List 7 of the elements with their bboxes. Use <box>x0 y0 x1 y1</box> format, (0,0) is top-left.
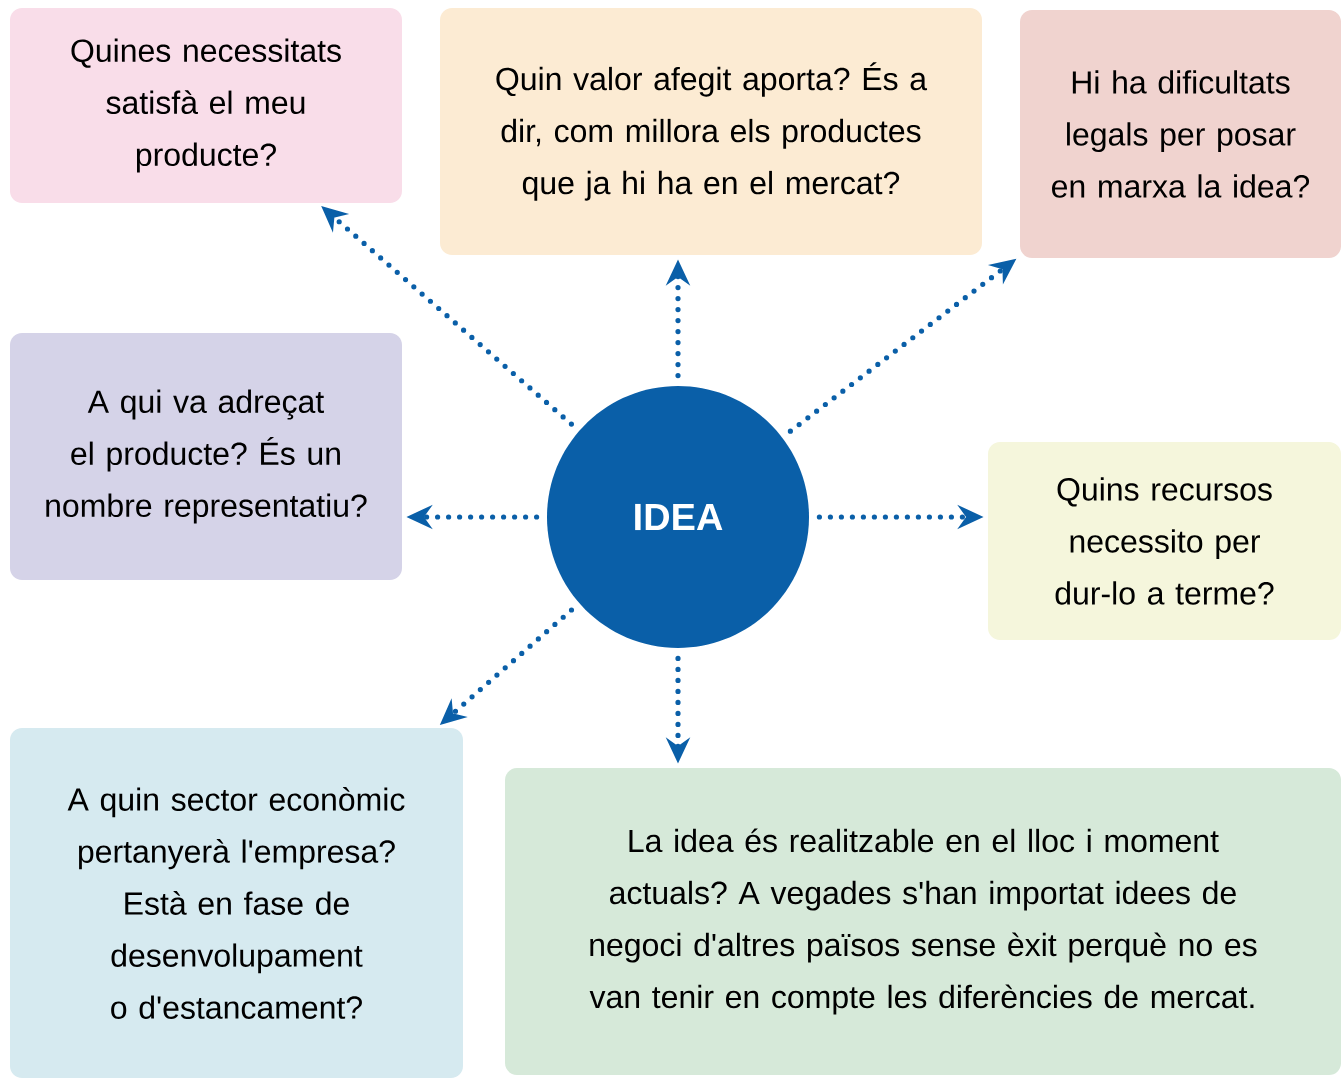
question-box: La idea és realitzable en el lloc i moment actuals? A vegades s'han importat idees de negoci d'altres països sense èxit perquè no es van tenir en compte les diferències de mercat. <box>505 768 1341 1075</box>
question-box: Hi ha dificultats legals per posar en marxa la idea? <box>1020 10 1341 258</box>
question-box: Quin valor afegit aporta? És a dir, com millora els productes que ja hi ha en el mercat? <box>440 8 982 255</box>
question-box: A qui va adreçat el producte? És un nombre representatiu? <box>10 333 402 580</box>
question-box: Quins recursos necessito per dur-lo a terme? <box>988 442 1341 640</box>
question-box: Quines necessitats satisfà el meu producte? <box>10 8 402 203</box>
question-box: A quin sector econòmic pertanyerà l'empresa? Està en fase de desenvolupament o d'estancament? <box>10 728 463 1078</box>
